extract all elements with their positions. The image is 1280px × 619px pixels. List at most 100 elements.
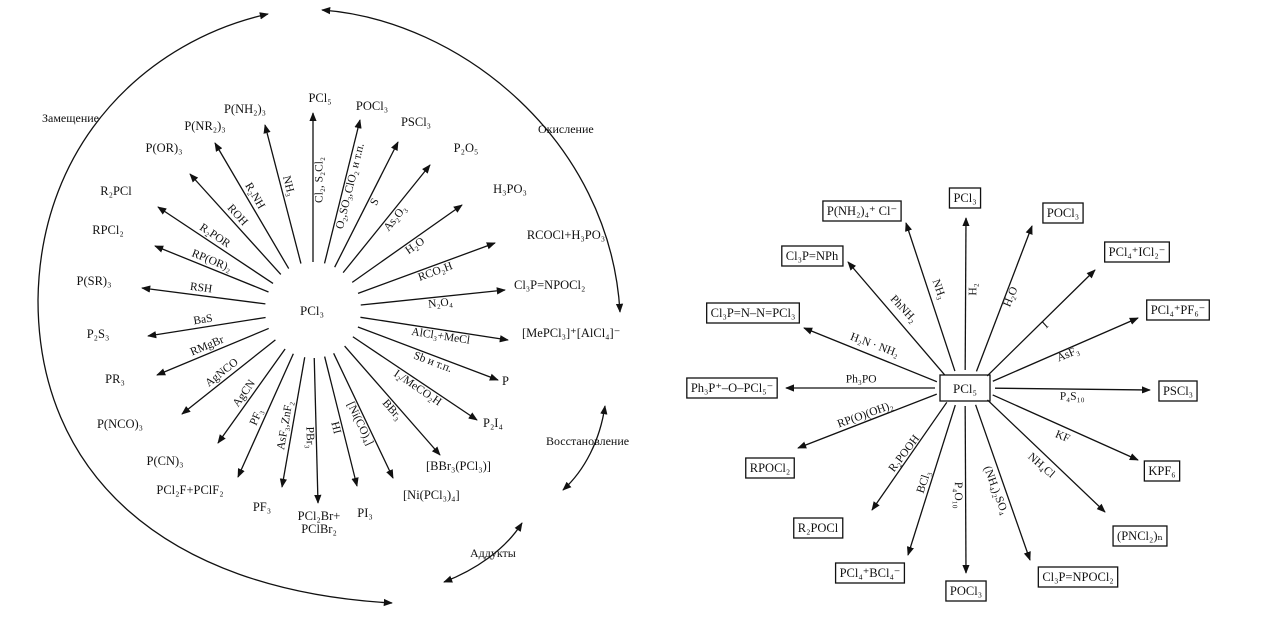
pcl5-reagent: R₂POOH (887, 433, 923, 474)
pcl5-product: PCl₄⁺BCl₄⁻ (840, 566, 901, 580)
pcl5-product: Cl₃P=N–N=PCl₃ (711, 306, 796, 320)
pcl3-reagent: AgNCO (203, 356, 241, 389)
pcl5-arrow (994, 386, 1151, 394)
pcl3-reagent: Sb и т.п. (412, 350, 454, 375)
pcl3-product: PF₃ (253, 500, 271, 514)
group-adducts: Аддукты (470, 546, 516, 560)
pcl5-arrow (803, 327, 938, 383)
pcl3-reagent: I₂/MeCO₂H (391, 368, 443, 408)
pcl3-product: RPCl₂ (92, 223, 123, 237)
pcl5-arrow (797, 393, 938, 449)
pcl3-product: [MePCl₃]⁺[AlCl₄]⁻ (522, 326, 620, 340)
substitution-arc (37, 12, 393, 607)
pcl5-product: POCl₃ (950, 584, 982, 598)
pcl5-reagent: I (1040, 319, 1051, 331)
pcl3-product: [Ni(PCl₃)₄] (403, 488, 460, 502)
pcl5-reagent: P₄S₁₀ (1060, 391, 1085, 403)
pcl5-reagent: H₂N · NH₂ (849, 331, 901, 360)
pcl3-arrow (157, 206, 274, 284)
pcl3-product: H₃PO₃ (493, 182, 527, 196)
pcl5-product-box (1104, 241, 1170, 263)
pcl3-product: P(NR₂)₃ (184, 119, 225, 133)
pcl3-product: PClBr₂ (301, 522, 337, 536)
pcl5-arrow (987, 399, 1106, 513)
pcl5-product-box (793, 517, 844, 539)
pcl5-product: (PNCl₂)ₙ (1117, 529, 1163, 543)
pcl5-product-box (1143, 460, 1181, 482)
pcl3-arrow (324, 356, 359, 487)
pcl5-product: R₂POCl (798, 521, 839, 535)
pcl3-product: P(SR)₃ (77, 274, 112, 288)
pcl3-reagent: RSH (189, 281, 213, 296)
pcl3-arrow (334, 141, 399, 268)
pcl3-arrow (352, 336, 478, 421)
pcl3-product: P(CN)₃ (147, 454, 184, 468)
pcl5-product-box (745, 457, 795, 479)
pcl5-scheme: PCl₅ PCl₃H₂POCl₃H₂OPCl₄⁺ICl₂⁻IPCl₄⁺PF₆⁻A… (686, 187, 1210, 602)
pcl5-reagent: H₂O (1001, 285, 1020, 309)
pcl3-arrow (357, 242, 496, 295)
pcl3-product: PR₃ (105, 372, 125, 386)
pcl3-reagent: S (368, 197, 382, 208)
pcl3-scheme: Замещение Окисление Восстановление Аддук… (37, 6, 629, 607)
oxidation-arc (321, 6, 624, 313)
pcl3-product: PSCl₃ (401, 115, 431, 129)
center-pcl5-box (939, 374, 991, 402)
pcl5-reagent: AsF₃ (1055, 345, 1081, 365)
pcl3-arrow (351, 204, 463, 283)
adducts-arc (443, 522, 523, 583)
pcl5-reagent: H₂ (967, 283, 979, 295)
pcl3-reagent: N₂O₄ (428, 296, 454, 310)
pcl3-reagent: NH₃ (280, 175, 297, 198)
pcl5-reagent: NH₄Cl (1025, 451, 1057, 481)
pcl3-arrow (360, 316, 509, 343)
pcl5-reagent: Ph₃PO (846, 374, 877, 386)
pcl5-reagent: PhNH₂ (888, 293, 919, 325)
pcl3-arrow (181, 339, 276, 415)
center-pcl5: PCl₅ (953, 381, 977, 396)
group-substitution: Замещение (42, 111, 99, 125)
pcl3-arrow (360, 287, 506, 306)
pcl5-product-box (1112, 525, 1168, 547)
pcl3-reagent: ROH (225, 202, 250, 228)
pcl5-arrow (905, 222, 956, 372)
group-oxidation: Окисление (538, 122, 594, 136)
pcl3-product: P(NH₂)₃ (224, 102, 266, 116)
pcl3-product: RCOCl+H₃PO₃ (527, 228, 605, 242)
pcl3-arrow (263, 124, 302, 264)
pcl3-reagent: PF₃ (248, 407, 266, 427)
pcl3-product: P(OR)₃ (146, 141, 183, 155)
pcl3-arrow (141, 285, 266, 305)
pcl5-product: PSCl₃ (1163, 384, 1193, 398)
pcl3-arrow (333, 353, 394, 479)
pcl3-arrow (344, 345, 441, 456)
pcl5-arrow (986, 269, 1096, 377)
pcl3-reagent: PBr₃ (303, 426, 316, 448)
pcl5-product-box (1146, 299, 1210, 321)
pcl3-product: PCl₅ (308, 91, 331, 105)
pcl5-product: Cl₃P=NPh (786, 249, 839, 263)
pcl5-product: Cl₃P=NPOCl₂ (1042, 570, 1113, 584)
pcl5-product: Ph₃P⁺–O–PCl₅⁻ (691, 381, 773, 395)
pcl5-arrow (974, 404, 1031, 561)
pcl3-arrow (323, 119, 362, 264)
pcl5-product: KPF₆ (1148, 464, 1175, 478)
pcl3-product: P₂I₄ (483, 416, 503, 430)
pcl5-product-box (686, 377, 778, 399)
pcl5-product-box (1037, 566, 1119, 588)
pcl5-arrow (962, 405, 970, 574)
pcl3-reagent: BBr₃ (380, 397, 404, 422)
pcl3-arrow (147, 316, 266, 339)
pcl3-product: PCl₂Br+ (298, 509, 341, 523)
pcl5-product-box (1042, 202, 1084, 224)
pcl3-product: R₂PCl (100, 184, 132, 198)
pcl5-reagent: KF (1053, 428, 1071, 445)
center-pcl3: PCl₃ (300, 303, 324, 318)
pcl3-reagent: BaS (193, 312, 214, 327)
pcl3-arrow (357, 326, 499, 381)
pcl3-reagent: Cl₂, S₂Cl₂ (314, 157, 326, 203)
pcl3-arrow (237, 353, 294, 478)
pcl3-arrow (154, 245, 269, 293)
